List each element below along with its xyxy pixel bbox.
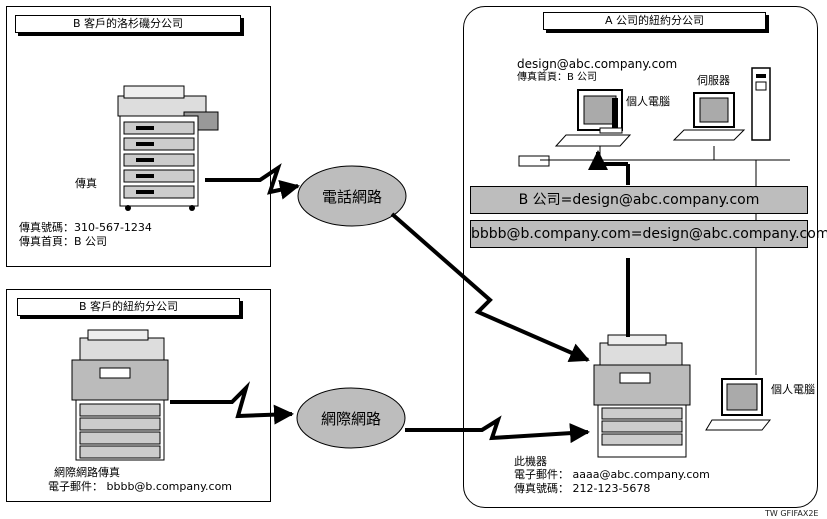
b-ny-email: 電子郵件： bbbb@b.company.com bbox=[48, 480, 233, 493]
lan-hub-icon bbox=[518, 155, 550, 167]
pc2-icon bbox=[705, 378, 772, 431]
machine-fax-number: 傳真號碼： 212-123-5678 bbox=[514, 482, 651, 495]
phone-to-machine-link bbox=[390, 212, 590, 362]
phone-network-label: 電話網路 bbox=[321, 188, 382, 206]
design-pc-fax-header: 傳真首頁：B 公司 bbox=[517, 72, 598, 83]
routing-rule-1: B 公司=design@abc.company.com bbox=[470, 186, 808, 214]
b-ny-internet-fax-icon bbox=[71, 329, 169, 461]
b-ny-device-label: 網際網路傳真 bbox=[54, 466, 120, 479]
figure-code: TW GFIFAX2E bbox=[765, 509, 819, 518]
pc2-label: 個人電腦 bbox=[771, 383, 815, 396]
this-machine-icon bbox=[593, 334, 691, 458]
la-fax-machine-icon bbox=[117, 85, 219, 211]
ny-b-office-title: B 客戶的紐約分公司 bbox=[17, 298, 240, 316]
la-fax-label: 傳真 bbox=[75, 177, 97, 190]
machine-label: 此機器 bbox=[514, 455, 547, 468]
server-pc-icon bbox=[672, 92, 746, 141]
ny-a-office-title: A 公司的紐約分公司 bbox=[543, 12, 766, 30]
internet-to-machine-link bbox=[405, 415, 590, 444]
la-office-title: B 客戶的洛杉磯分公司 bbox=[15, 15, 241, 33]
la-fax-header: 傳真首頁：B 公司 bbox=[19, 235, 108, 248]
machine-email: 電子郵件： aaaa@abc.company.com bbox=[514, 468, 710, 481]
design-pc-email: design@abc.company.com bbox=[517, 57, 678, 71]
bny-to-internet-link bbox=[170, 381, 294, 425]
design-pc-label: 個人電腦 bbox=[626, 95, 670, 108]
server-label: 伺服器 bbox=[697, 74, 730, 87]
design-pc-icon bbox=[554, 89, 632, 147]
la-to-phone-link bbox=[205, 163, 300, 200]
routing-rule-2: bbbb@b.company.com=design@abc.company.co… bbox=[470, 220, 827, 248]
internet-ellipse bbox=[296, 387, 406, 449]
internet-label: 網際網路 bbox=[320, 410, 381, 428]
la-fax-number: 傳真號碼：310-567-1234 bbox=[19, 221, 152, 234]
server-tower-icon bbox=[751, 67, 771, 141]
